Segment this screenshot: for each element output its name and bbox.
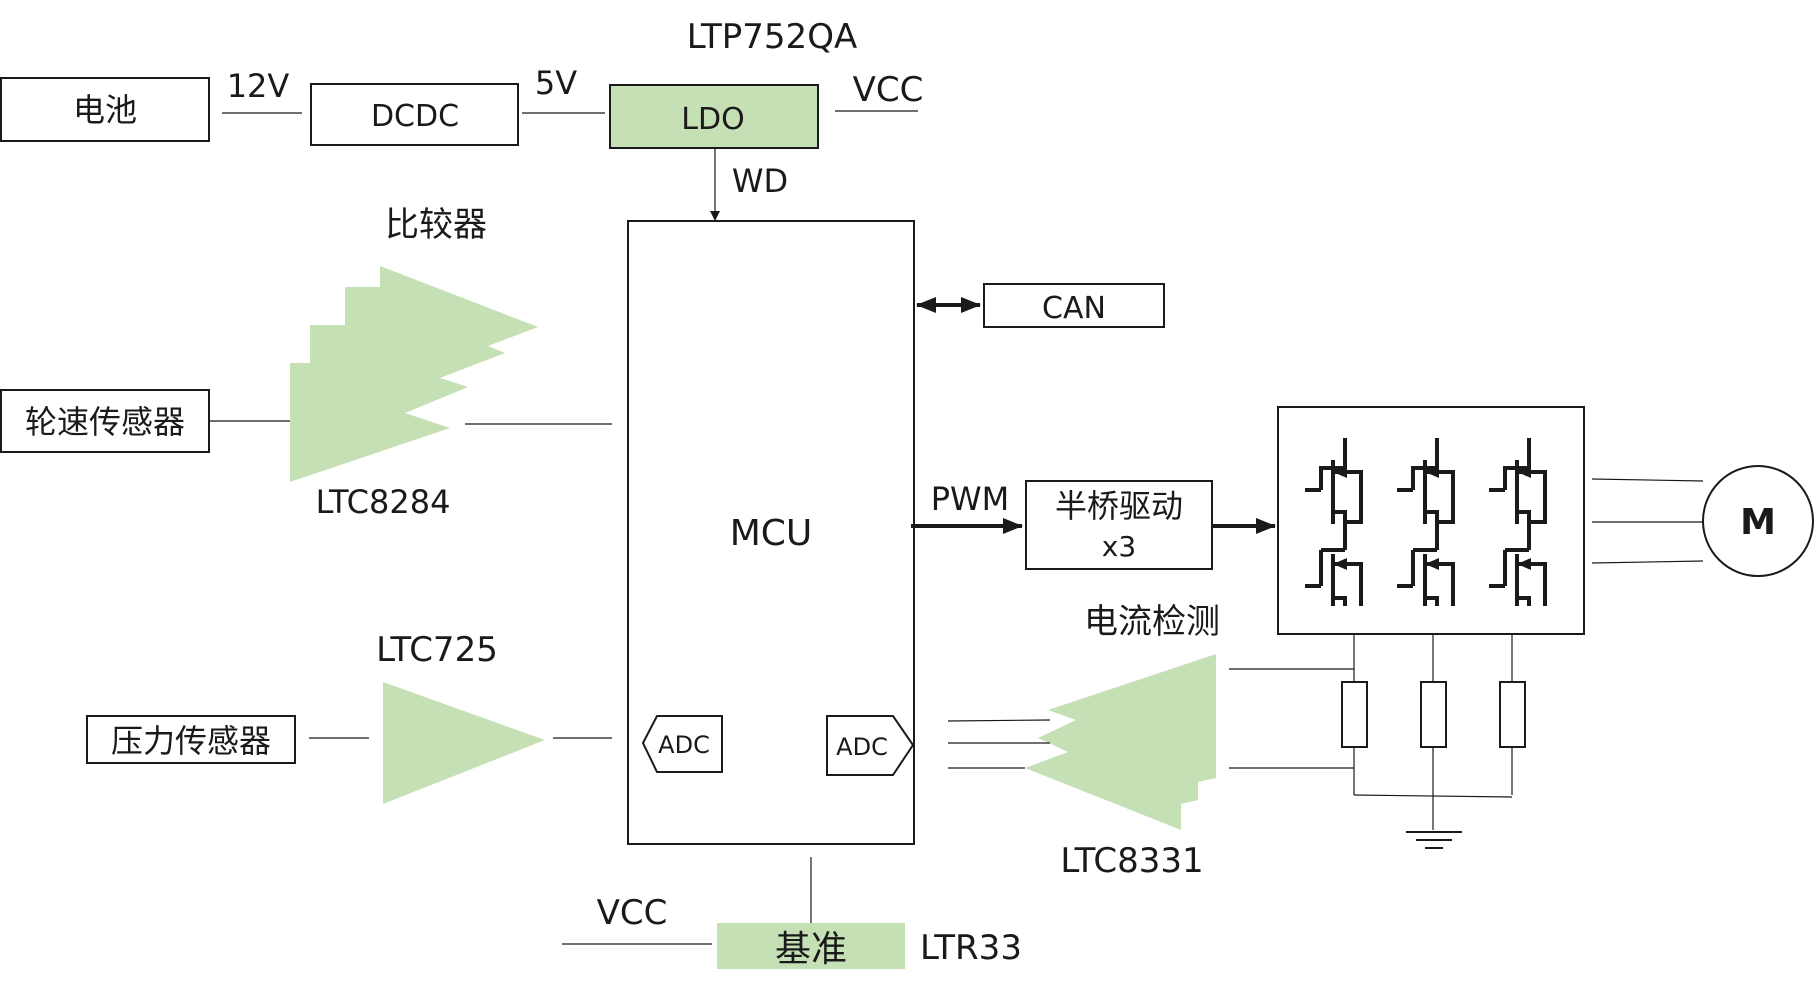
ldo-part-label: LTP752QA xyxy=(687,17,857,57)
current-sense-amplifier-symbol xyxy=(1025,654,1216,830)
adc-left-block xyxy=(641,715,723,773)
adc-right-label: ADC xyxy=(836,733,888,761)
motor-circle xyxy=(1702,465,1814,577)
half-bridge-driver-box xyxy=(1025,480,1213,570)
dcdc-box xyxy=(310,83,519,146)
pressure-amplifier-symbol xyxy=(383,682,545,804)
pressure-part-label: LTC725 xyxy=(376,630,498,670)
vcc-top-label: VCC xyxy=(853,70,924,110)
comparator-title: 比较器 xyxy=(385,205,487,245)
adc-left-label: ADC xyxy=(658,731,710,759)
motor-phase-c xyxy=(1591,560,1704,564)
motor-phase-a xyxy=(1591,478,1704,482)
shunt-resistor-1 xyxy=(1341,681,1368,748)
ldo-label: LDO xyxy=(681,102,744,137)
reference-part-label: LTR33 xyxy=(920,928,1022,968)
battery-box xyxy=(0,77,210,142)
comparator-symbol xyxy=(290,266,538,482)
pressure-sensor-label: 压力传感器 xyxy=(111,722,271,760)
reference-label: 基准 xyxy=(775,929,847,970)
voltage-5v-label: 5V xyxy=(535,64,577,102)
current-sense-title: 电流检测 xyxy=(1084,602,1220,642)
wheel-sensor-box xyxy=(0,389,210,453)
battery-label: 电池 xyxy=(73,91,137,129)
adc-right-block xyxy=(826,715,915,776)
pressure-sensor-box xyxy=(86,715,296,764)
comparator-part-label: LTC8284 xyxy=(316,483,451,521)
shunt-resistor-2 xyxy=(1420,681,1447,748)
reference-box xyxy=(717,923,905,969)
wd-label: WD xyxy=(732,162,788,200)
dcdc-label: DCDC xyxy=(371,99,459,134)
ldo-box xyxy=(609,84,819,149)
pwm-label: PWM xyxy=(931,480,1010,518)
reference-vcc-label: VCC xyxy=(597,893,668,933)
shunt-resistor-3 xyxy=(1499,681,1526,748)
sense-output-line-1 xyxy=(947,719,1051,722)
half-bridge-label-line1: 半桥驱动 xyxy=(1055,487,1183,525)
wheel-sensor-label: 轮速传感器 xyxy=(25,403,185,441)
half-bridge-label-line2: x3 xyxy=(1102,530,1136,563)
current-sense-part-label: LTC8331 xyxy=(1060,841,1203,881)
voltage-12v-label: 12V xyxy=(227,67,290,105)
mcu-label: MCU xyxy=(730,513,813,554)
motor-label: M xyxy=(1740,502,1776,543)
can-label: CAN xyxy=(1042,291,1106,326)
can-box xyxy=(983,283,1165,328)
